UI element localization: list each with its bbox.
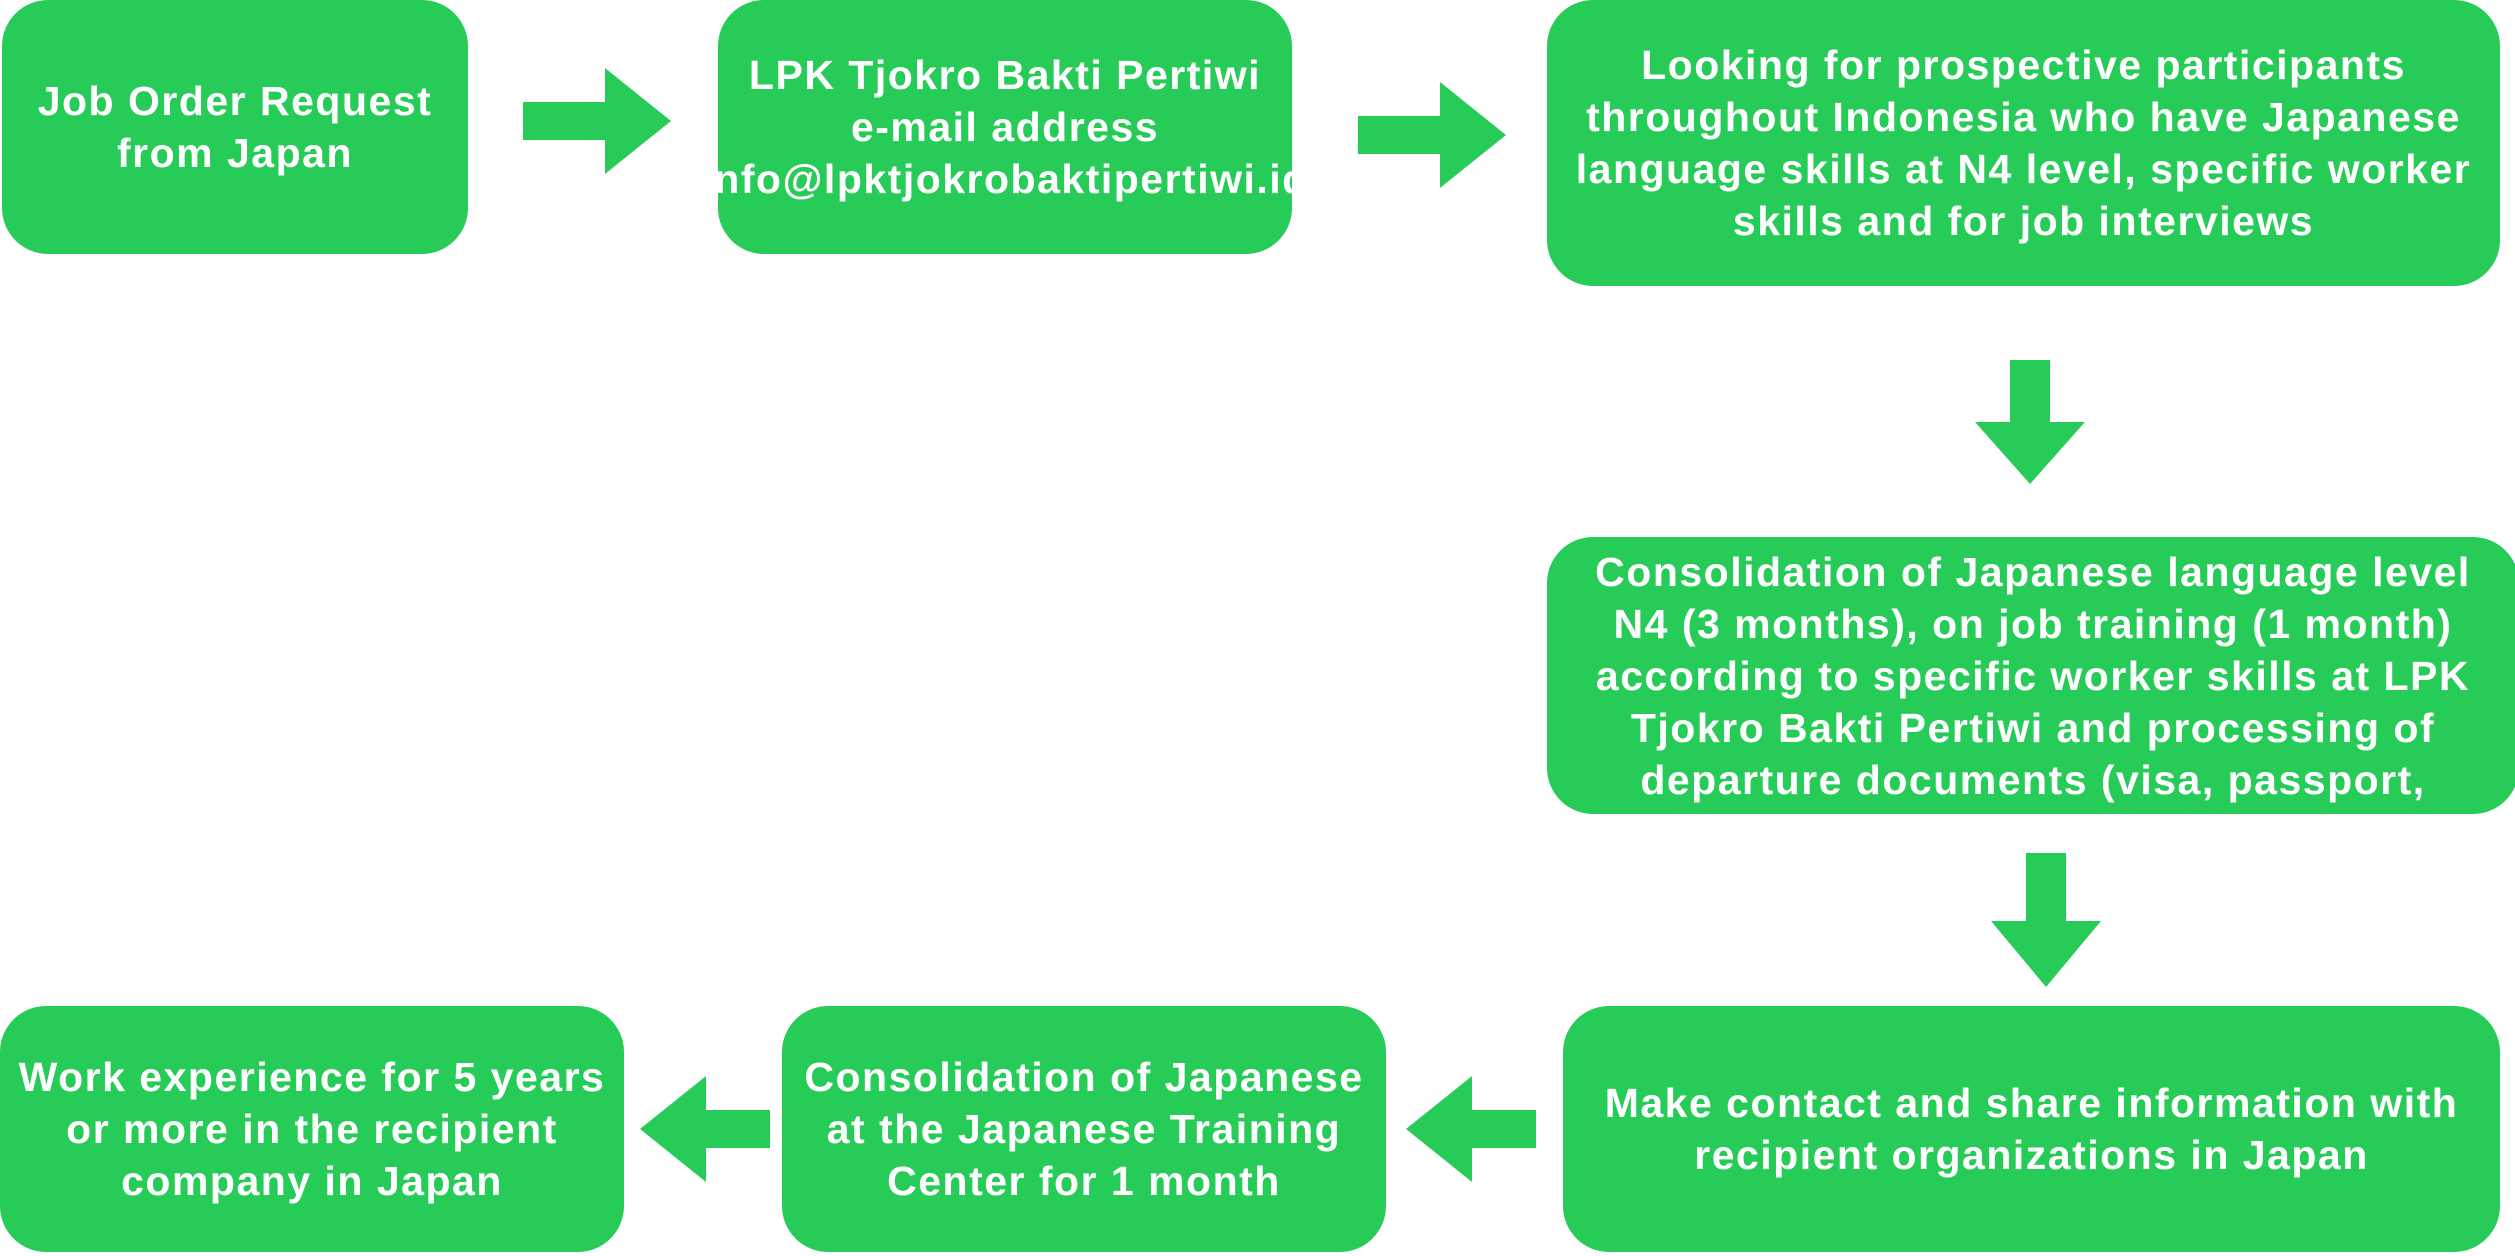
step-lpk-email-label: LPK Tjokro Bakti Pertiwi e-mail address … — [718, 52, 1292, 202]
arrow-left-icon — [640, 1076, 770, 1182]
step-training-center-label: Consolidation of Japanese at the Japanes… — [804, 1054, 1364, 1204]
step-work-experience: Work experience for 5 years or more in t… — [0, 1006, 624, 1252]
step-lpk-email: LPK Tjokro Bakti Pertiwi e-mail address … — [718, 0, 1292, 254]
arrow-down-icon — [1975, 360, 2085, 484]
step-consolidation-training: Consolidation of Japanese language level… — [1547, 537, 2515, 814]
step-looking-for-participants-label: Looking for prospective participants thr… — [1575, 42, 2472, 244]
arrow-left-icon — [1406, 1076, 1536, 1182]
step-job-order-request-label: Job Order Request from Japan — [37, 78, 433, 176]
step-make-contact-label: Make contact and share information with … — [1604, 1080, 2459, 1178]
step-make-contact: Make contact and share information with … — [1563, 1006, 2500, 1252]
step-looking-for-participants: Looking for prospective participants thr… — [1547, 0, 2500, 286]
step-work-experience-label: Work experience for 5 years or more in t… — [18, 1054, 606, 1204]
arrow-right-icon — [1358, 82, 1506, 188]
step-consolidation-training-label: Consolidation of Japanese language level… — [1595, 548, 2471, 803]
arrow-right-icon — [523, 68, 671, 174]
step-job-order-request: Job Order Request from Japan — [2, 0, 468, 254]
arrow-down-icon — [1991, 853, 2101, 987]
step-training-center: Consolidation of Japanese at the Japanes… — [782, 1006, 1386, 1252]
